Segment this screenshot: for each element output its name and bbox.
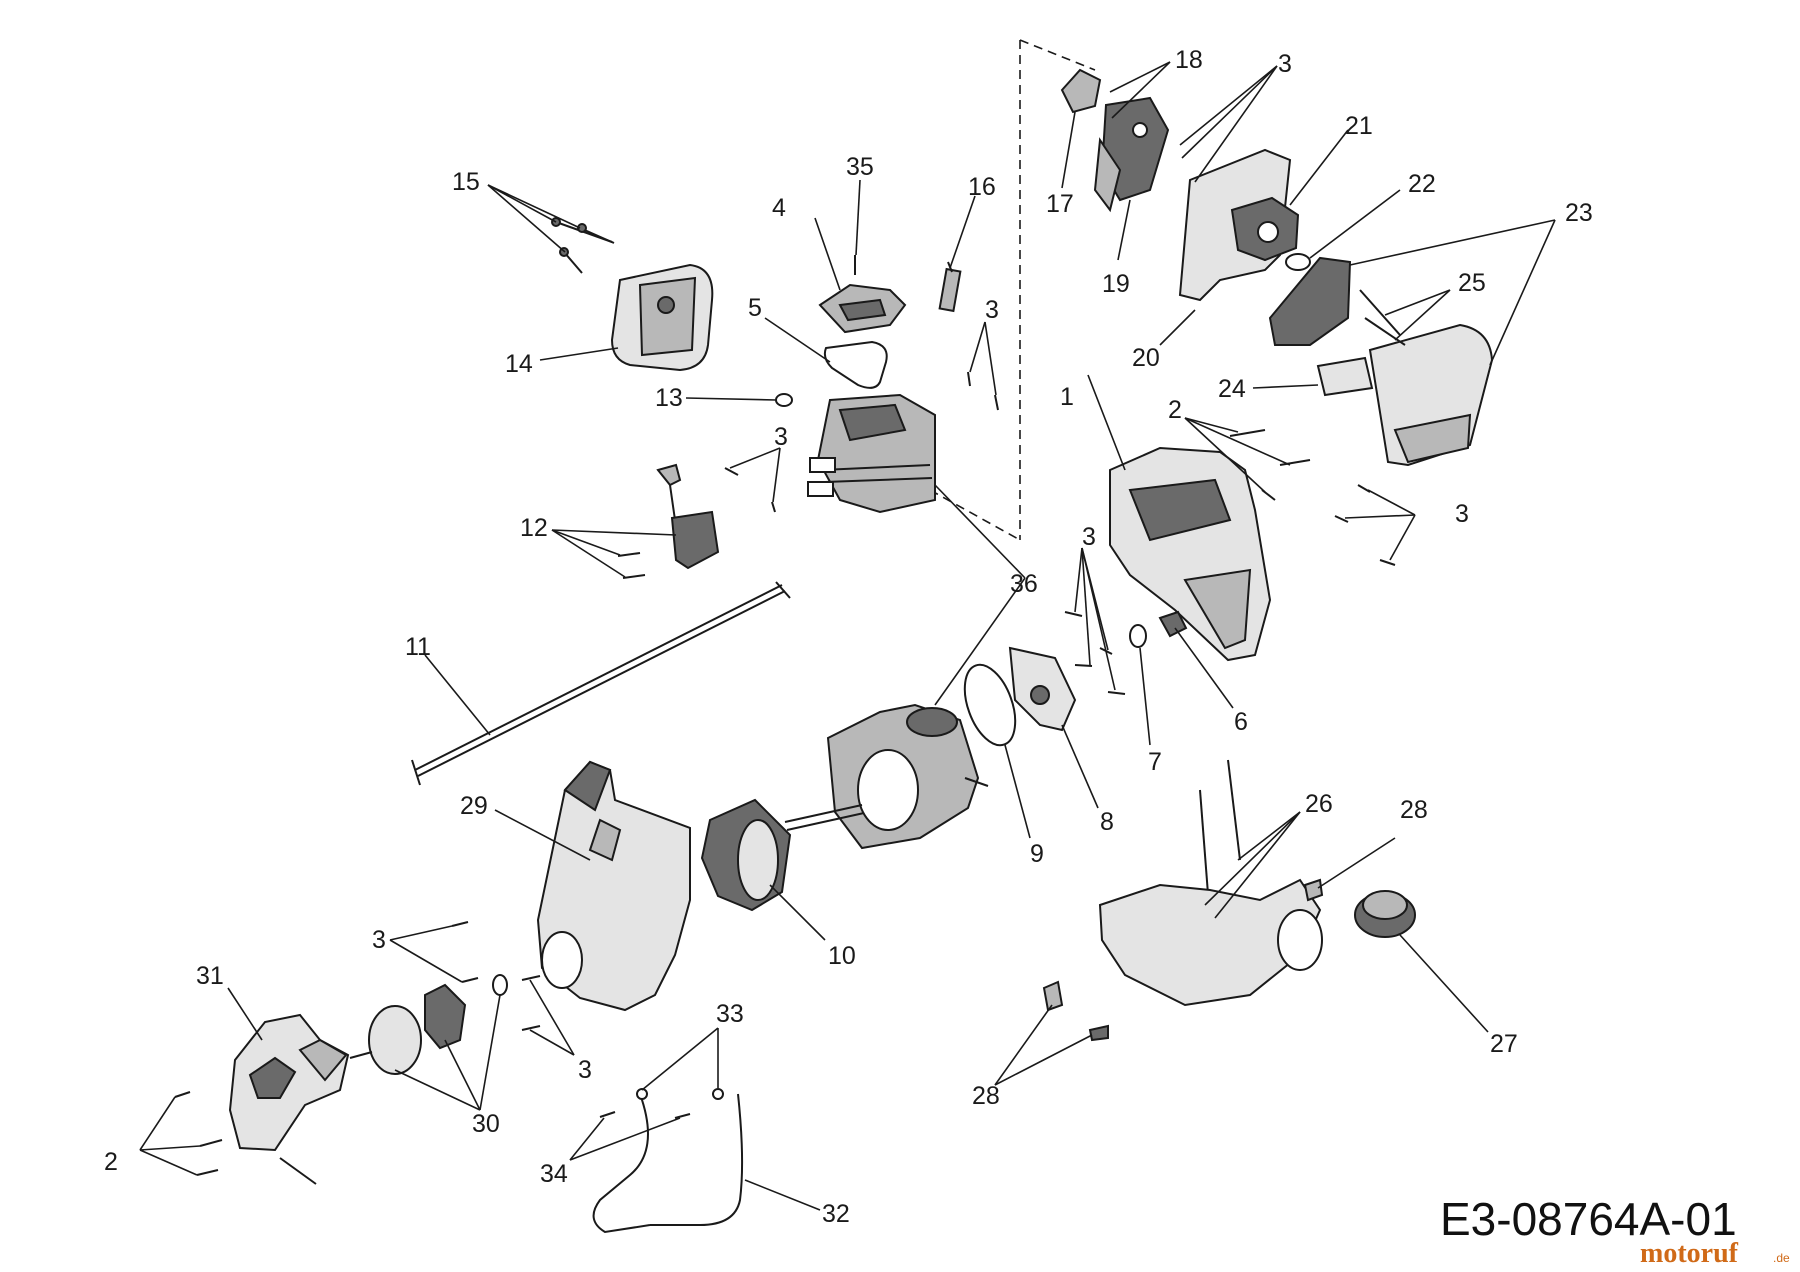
label-27: 27 xyxy=(1490,1030,1518,1058)
ring-7 xyxy=(1129,624,1147,648)
gasket-22 xyxy=(1285,253,1311,271)
brand-watermark: motoruf .de xyxy=(1640,1238,1790,1269)
label-1: 1 xyxy=(1060,383,1074,411)
air-filter-cover xyxy=(610,263,714,372)
drawing-number: E3-08764A-01 xyxy=(1440,1193,1737,1245)
watermark-brand: motoruf xyxy=(1640,1238,1739,1269)
crankcase xyxy=(784,703,989,850)
label-2a: 2 xyxy=(1168,396,1182,424)
label-2b: 2 xyxy=(104,1148,118,1176)
label-18: 18 xyxy=(1175,46,1203,74)
air-filter-box xyxy=(1268,256,1494,467)
washer xyxy=(492,974,508,996)
label-8: 8 xyxy=(1100,808,1114,836)
label-3a: 3 xyxy=(1278,50,1292,78)
label-12: 12 xyxy=(520,514,548,542)
label-24: 24 xyxy=(1218,375,1246,403)
fan-housing xyxy=(536,760,691,1012)
intake-adapter xyxy=(1060,68,1170,213)
assembly-dashed-line xyxy=(929,39,1096,541)
ignition-coil xyxy=(617,463,720,579)
watermark-suffix: .de xyxy=(1773,1251,1790,1265)
fuel-lines xyxy=(592,1088,744,1234)
filter-element xyxy=(1316,356,1374,397)
grommet-28-small xyxy=(1088,1024,1109,1042)
throttle-cable xyxy=(411,581,791,786)
label-32: 32 xyxy=(822,1200,850,1228)
label-35: 35 xyxy=(846,153,874,181)
label-10: 10 xyxy=(828,942,856,970)
gasket xyxy=(823,340,888,389)
label-4: 4 xyxy=(772,194,786,222)
cylinder xyxy=(807,393,936,514)
o-ring-13 xyxy=(775,393,793,407)
grommet-28-left xyxy=(1042,980,1064,1012)
seal-9 xyxy=(963,663,1017,747)
screws-2-left xyxy=(174,1091,317,1185)
fuel-tank xyxy=(1098,759,1323,1007)
label-14: 14 xyxy=(505,350,533,378)
fuel-cap xyxy=(1354,890,1416,938)
label-34: 34 xyxy=(540,1160,568,1188)
label-25: 25 xyxy=(1458,269,1486,297)
label-13: 13 xyxy=(655,384,683,412)
part-labels: 1 2 2 3 3 3 3 3 3 3 4 5 6 7 8 9 10 11 12… xyxy=(104,46,1593,1228)
label-36: 36 xyxy=(1010,570,1038,598)
screws-3-cylinder xyxy=(724,371,999,513)
spark-plug xyxy=(938,261,962,313)
label-7: 7 xyxy=(1148,748,1162,776)
label-23: 23 xyxy=(1565,199,1593,227)
label-19: 19 xyxy=(1102,270,1130,298)
label-30: 30 xyxy=(472,1110,500,1138)
label-3b: 3 xyxy=(985,296,999,324)
label-15: 15 xyxy=(452,168,480,196)
label-3d: 3 xyxy=(1082,523,1096,551)
label-16: 16 xyxy=(968,173,996,201)
label-17: 17 xyxy=(1046,190,1074,218)
label-20: 20 xyxy=(1132,344,1160,372)
label-3g: 3 xyxy=(578,1056,592,1084)
label-6: 6 xyxy=(1234,708,1248,736)
gear-housing xyxy=(228,1013,350,1152)
label-3f: 3 xyxy=(372,926,386,954)
label-28b: 28 xyxy=(972,1082,1000,1110)
label-5: 5 xyxy=(748,294,762,322)
label-26: 26 xyxy=(1305,790,1333,818)
label-31: 31 xyxy=(196,962,224,990)
engine-housing xyxy=(1109,446,1272,662)
screws-15 xyxy=(551,217,615,274)
grommet-28-right xyxy=(1303,878,1324,902)
leader-lines xyxy=(139,61,1556,1211)
label-21: 21 xyxy=(1345,112,1373,140)
fitting-6 xyxy=(1158,610,1188,638)
label-29: 29 xyxy=(460,792,488,820)
screws-25 xyxy=(1359,289,1406,346)
label-22: 22 xyxy=(1408,170,1436,198)
label-3e: 3 xyxy=(1455,500,1469,528)
screws-3-left xyxy=(451,921,541,1031)
flywheel xyxy=(700,798,792,912)
label-28a: 28 xyxy=(1400,796,1428,824)
carburetor xyxy=(1230,196,1300,262)
cylinder-cover xyxy=(818,283,907,334)
label-9: 9 xyxy=(1030,840,1044,868)
label-11: 11 xyxy=(405,633,431,661)
clutch xyxy=(349,983,467,1075)
label-3c: 3 xyxy=(774,423,788,451)
label-33: 33 xyxy=(716,1000,744,1028)
